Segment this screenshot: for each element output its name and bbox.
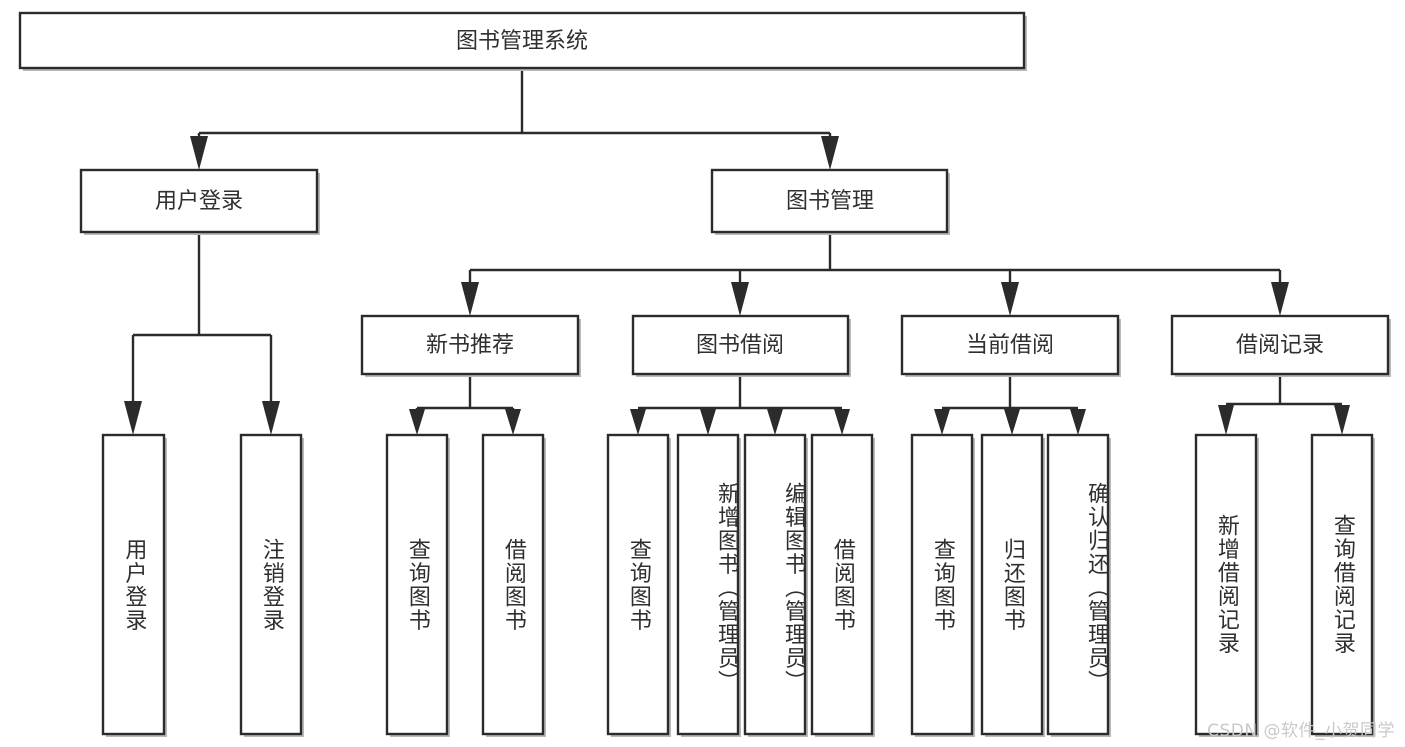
node-book-management-label: 图书管理	[786, 189, 874, 214]
node-current-borrow-label: 当前借阅	[966, 333, 1054, 358]
node-leaf-query-borrow-record-box[interactable]	[1310, 433, 1374, 736]
node-root-label: 图书管理系统	[456, 29, 588, 54]
node-borrow-records-box[interactable]	[1170, 314, 1390, 376]
arrow-icon-current-borrow	[1001, 282, 1019, 316]
arrow-icon-leaf-edit-book-admin	[767, 409, 783, 435]
connector-layer	[124, 68, 1350, 435]
node-book-borrow-label: 图书借阅	[696, 333, 784, 358]
node-layer: 图书管理系统 用户登录 图书管理 新书推荐 图书借阅 当前借阅 借阅记录	[18, 11, 1391, 737]
arrow-icon-new-book-recommend	[461, 282, 479, 316]
node-borrow-records-label: 借阅记录	[1236, 333, 1324, 358]
arrow-icon-leaf-add-book-admin	[700, 409, 716, 435]
csdn-watermark: CSDN @软件_小贺同学	[1207, 721, 1395, 741]
arrow-icon-book-management	[821, 136, 839, 170]
node-root-box[interactable]	[18, 11, 1026, 70]
arrow-icon-user-login	[190, 136, 208, 170]
node-current-borrow-box[interactable]	[900, 314, 1120, 376]
node-leaf-query-book-recommend-box[interactable]	[385, 433, 449, 736]
node-leaf-borrow-book-box[interactable]	[810, 433, 874, 736]
node-leaf-confirm-return-admin-box[interactable]	[1046, 433, 1110, 736]
arrow-icon-leaf-borrow-book	[834, 409, 850, 435]
arrow-icon-leaf-query-borrow-record	[1334, 405, 1350, 435]
node-user-login-label: 用户登录	[155, 189, 243, 214]
node-book-management-box[interactable]	[710, 168, 949, 234]
arrow-icon-leaf-confirm-return-admin	[1070, 409, 1086, 435]
arrow-icon-leaf-query-book-current	[934, 409, 950, 435]
node-leaf-return-book-box[interactable]	[980, 433, 1044, 736]
node-leaf-user-login-box[interactable]	[101, 433, 166, 736]
node-book-borrow-box[interactable]	[631, 314, 850, 376]
node-leaf-query-book-borrow-box[interactable]	[606, 433, 670, 736]
node-leaf-add-borrow-record-box[interactable]	[1194, 433, 1258, 736]
node-new-book-recommend-label: 新书推荐	[426, 333, 514, 358]
node-new-book-recommend-box[interactable]	[360, 314, 580, 376]
leaf-box-group	[101, 433, 1375, 737]
arrow-icon-leaf-return-book	[1004, 409, 1020, 435]
arrow-icon-leaf-borrow-book-recommend	[505, 409, 521, 435]
arrow-icon-leaf-user-login	[124, 401, 142, 435]
arrow-icon-borrow-records	[1271, 282, 1289, 316]
node-leaf-edit-book-admin-box[interactable]	[743, 433, 807, 736]
node-leaf-add-book-admin-box[interactable]	[676, 433, 740, 736]
arrow-icon-book-borrow	[731, 282, 749, 316]
node-leaf-query-book-current-box[interactable]	[910, 433, 974, 736]
arrow-icon-leaf-logout-login	[262, 401, 280, 435]
node-user-login-box[interactable]	[79, 168, 319, 234]
node-leaf-borrow-book-recommend-box[interactable]	[481, 433, 545, 736]
arrow-icon-leaf-add-borrow-record	[1218, 405, 1234, 435]
arrow-icon-leaf-query-book-recommend	[409, 409, 425, 435]
arrow-icon-leaf-query-book-borrow	[630, 409, 646, 435]
node-leaf-logout-login-box[interactable]	[239, 433, 303, 736]
